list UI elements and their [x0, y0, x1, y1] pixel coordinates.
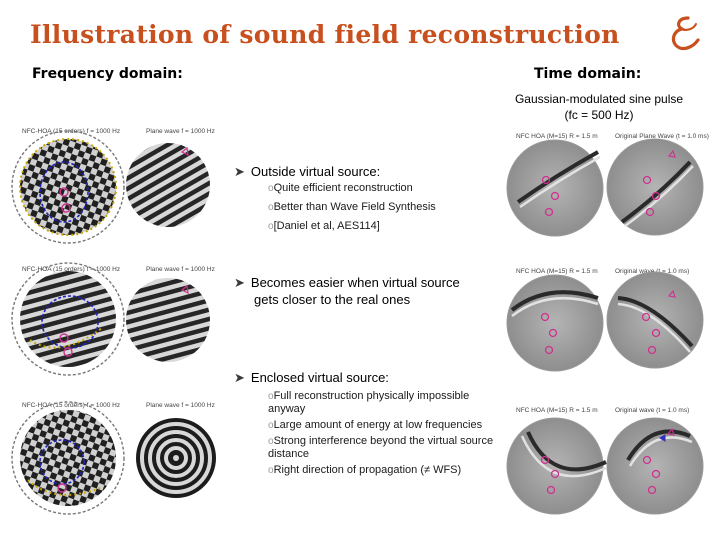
bullet-text: Outside virtual source: [250, 164, 381, 179]
sub-item: oQuite efficient reconstruction [268, 182, 413, 194]
time-original-plot-1 [606, 138, 704, 236]
sub-item: oRight direction of propagation (≠ WFS) [268, 464, 462, 476]
time-right-label-1: Original Plane Wave (t = 1.0 ms) [615, 133, 709, 140]
freq-right-label-1: Plane wave f = 1000 Hz [146, 128, 215, 135]
freq-nfc-hoa-plot-1 [11, 130, 125, 244]
freq-right-label-3: Plane wave f = 1000 Hz [146, 402, 215, 409]
sub-item: oStrong interference beyond the virtual … [268, 435, 494, 460]
time-right-label-3: Original wave (t = 1.0 ms) [615, 407, 690, 414]
subtitle-line-1: Gaussian-modulated sine pulse [514, 92, 684, 106]
time-domain-heading: Time domain: [534, 66, 642, 82]
arrow-bullet-icon: ➤ [234, 275, 245, 290]
time-domain-subtitle: Gaussian-modulated sine pulse (fc = 500 … [496, 91, 702, 123]
time-original-plot-2 [606, 271, 704, 369]
sub-item: o[Daniel et al, AES114] [268, 220, 380, 232]
bullet-closer-source: ➤Becomes easier when virtual source gets… [234, 275, 460, 307]
logo-icon [664, 14, 704, 54]
sub-item: oFull reconstruction physically impossib… [268, 390, 470, 415]
time-nfc-hoa-plot-2 [506, 274, 604, 372]
time-nfc-hoa-plot-3 [506, 417, 607, 515]
time-left-label-1: NFC HOA (M=15) R = 1.5 m [516, 133, 598, 140]
time-nfc-hoa-plot-1 [506, 139, 604, 237]
subtitle-line-2: (fc = 500 Hz) [564, 108, 634, 122]
frequency-domain-heading: Frequency domain: [32, 66, 183, 82]
freq-nfc-hoa-plot-3 [11, 401, 125, 515]
arrow-bullet-icon: ➤ [234, 164, 245, 179]
slide-title: Illustration of sound field reconstructi… [30, 20, 620, 49]
freq-plane-wave-plot-1 [126, 143, 210, 227]
freq-nfc-hoa-plot-2 [11, 262, 125, 376]
freq-left-label-3: NFC-HOA (15 orders) f = 1000 Hz [22, 402, 121, 409]
bullet-enclosed-source: ➤Enclosed virtual source: [234, 370, 389, 385]
time-right-label-2: Original wave (t = 1.0 ms) [615, 268, 690, 275]
sub-list-enclosed-source: oFull reconstruction physically impossib… [268, 390, 508, 477]
freq-left-label-2: NFC-HOA (15 orders) f = 1000 Hz [22, 266, 121, 273]
sub-item: oBetter than Wave Field Synthesis [268, 201, 436, 213]
time-left-label-2: NFC HOA (M=15) R = 1.5 m [516, 268, 598, 275]
freq-point-source-plot-3 [136, 418, 216, 498]
time-left-label-3: NFC HOA (M=15) R = 1.5 m [516, 407, 598, 414]
time-original-plot-3 [606, 417, 704, 515]
bullet-outside-source: ➤ Outside virtual source: [234, 164, 380, 180]
sub-list-outside-source: oQuite efficient reconstruction oBetter … [268, 181, 488, 234]
freq-right-label-2: Plane wave f = 1000 Hz [146, 266, 215, 273]
arrow-bullet-icon: ➤ [234, 370, 245, 385]
freq-plane-wave-plot-2 [126, 278, 210, 362]
sub-item: oLarge amount of energy at low frequenci… [268, 419, 483, 431]
